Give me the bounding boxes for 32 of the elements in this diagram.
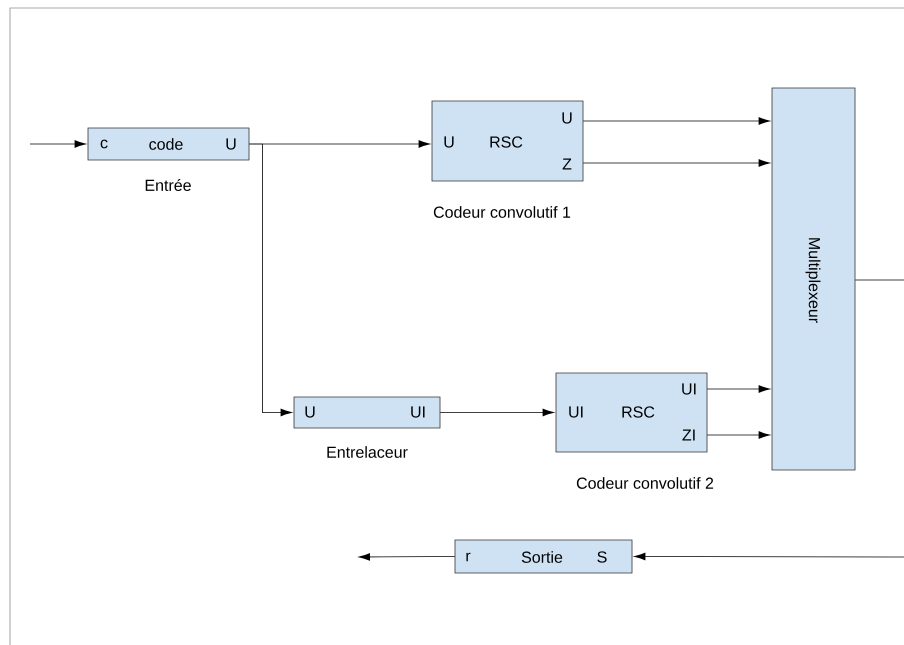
port-label: U	[444, 136, 454, 148]
arrow	[440, 408, 554, 416]
block-title: RSC	[622, 406, 654, 418]
port-label: UI	[569, 406, 583, 418]
arrow	[583, 117, 770, 125]
port-label: r	[466, 552, 470, 562]
arrow	[707, 385, 770, 393]
port-label: ZI	[682, 430, 695, 440]
arrow	[30, 140, 86, 148]
arrow	[358, 553, 455, 561]
port-label: U	[305, 406, 315, 418]
port-label: U	[226, 138, 236, 150]
process-box	[772, 88, 856, 470]
box-caption: Codeur convolutif 2	[576, 477, 714, 489]
port-label: S	[597, 551, 607, 563]
port-label: UI	[682, 383, 696, 395]
block-title: Sortie	[522, 551, 562, 563]
port-label: UI	[411, 406, 425, 418]
arrow	[249, 144, 292, 416]
block-title: RSC	[490, 136, 522, 148]
port-label: c	[100, 140, 108, 148]
arrow	[707, 431, 770, 439]
arrow	[583, 159, 770, 167]
arrow	[634, 552, 904, 560]
port-label: U	[562, 112, 572, 124]
block-title: code	[149, 138, 183, 150]
box-caption: Entrelaceur	[327, 446, 408, 458]
port-label: Z	[562, 158, 572, 170]
box-caption: Codeur convolutif 1	[434, 206, 570, 218]
process-box	[454, 540, 632, 574]
box-caption: Entrée	[146, 179, 191, 191]
block-title: Multiplexeur	[806, 238, 820, 323]
